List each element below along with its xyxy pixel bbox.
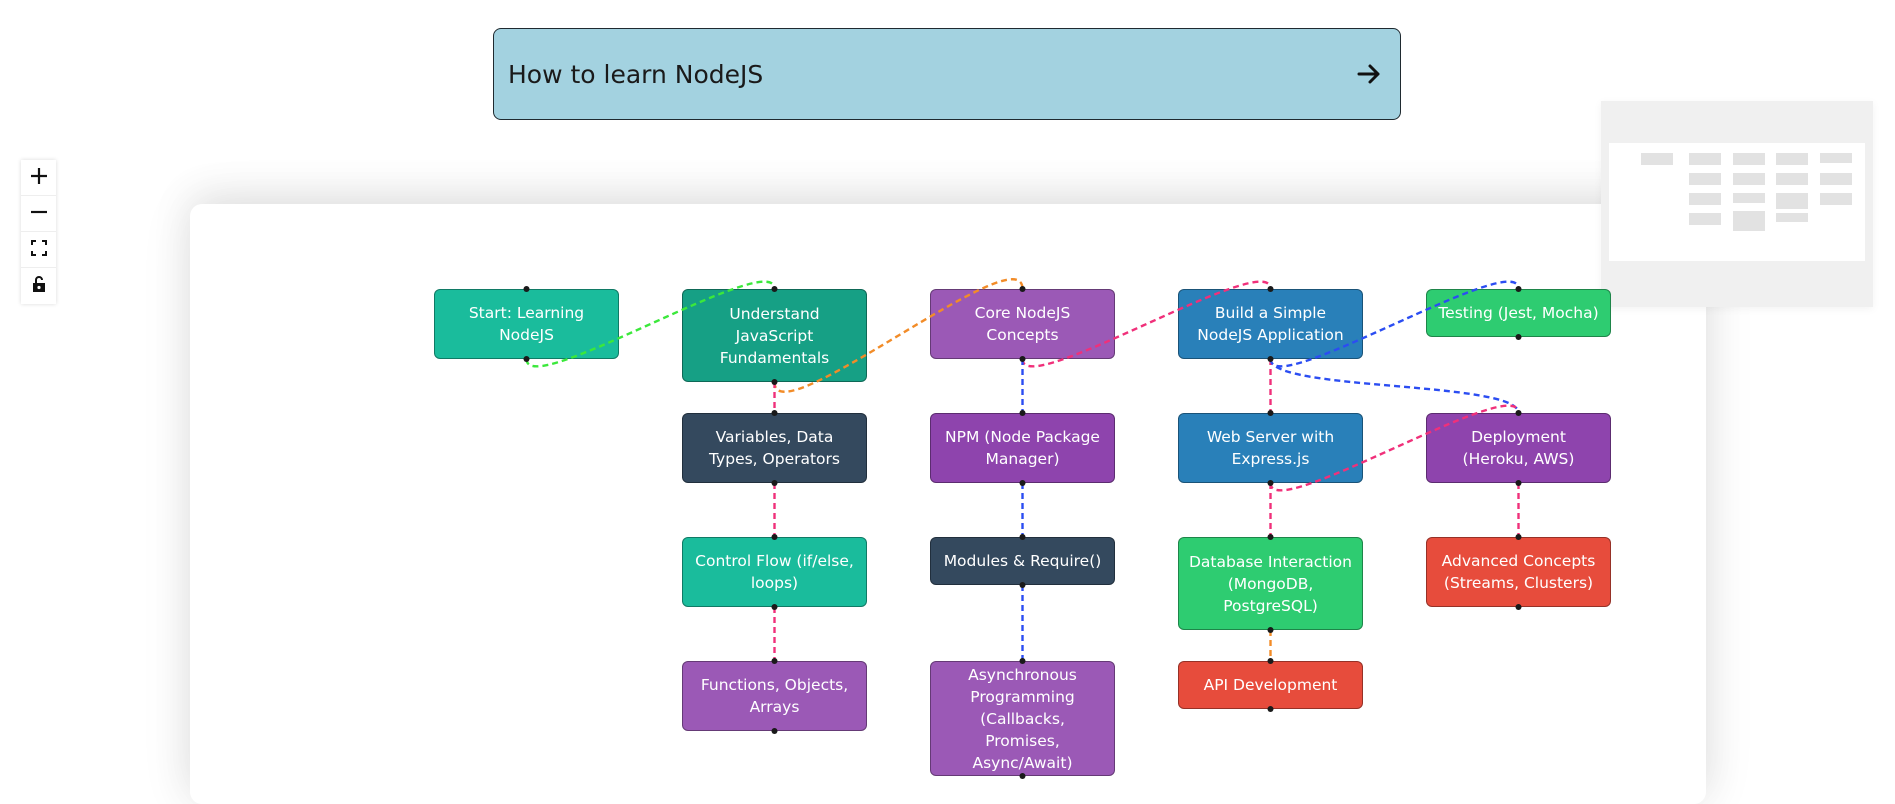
node-advanced[interactable]: Advanced Concepts (Streams, Clusters): [1426, 537, 1611, 607]
prompt-bar[interactable]: How to learn NodeJS: [493, 28, 1401, 120]
minimap-viewport: [1609, 143, 1865, 261]
minimap-node: [1689, 193, 1721, 205]
node-build[interactable]: Build a Simple NodeJS Application: [1178, 289, 1363, 359]
node-testing[interactable]: Testing (Jest, Mocha): [1426, 289, 1611, 337]
fit-view-button[interactable]: [21, 232, 56, 268]
plus-icon: [29, 166, 49, 190]
minimap-node: [1733, 193, 1765, 203]
zoom-in-button[interactable]: [21, 160, 56, 196]
minimap-node: [1733, 153, 1765, 165]
node-deploy[interactable]: Deployment (Heroku, AWS): [1426, 413, 1611, 483]
node-npm[interactable]: NPM (Node Package Manager): [930, 413, 1115, 483]
node-js[interactable]: Understand JavaScript Fundamentals: [682, 289, 867, 382]
node-flow[interactable]: Control Flow (if/else, loops): [682, 537, 867, 607]
arrow-right-icon[interactable]: [1356, 61, 1382, 87]
minimap-node: [1820, 153, 1852, 163]
node-start[interactable]: Start: Learning NodeJS: [434, 289, 619, 359]
lock-button[interactable]: [21, 268, 56, 304]
prompt-title: How to learn NodeJS: [508, 59, 764, 89]
minimap-node: [1776, 193, 1808, 209]
fit-view-icon: [30, 239, 48, 261]
node-modules[interactable]: Modules & Require(): [930, 537, 1115, 585]
node-db[interactable]: Database Interaction (MongoDB, PostgreSQ…: [1178, 537, 1363, 630]
node-funcs[interactable]: Functions, Objects, Arrays: [682, 661, 867, 731]
minimap-node: [1776, 213, 1808, 222]
minus-icon: [29, 202, 49, 226]
node-core[interactable]: Core NodeJS Concepts: [930, 289, 1115, 359]
minimap-node: [1776, 173, 1808, 185]
minimap-node: [1689, 173, 1721, 185]
minimap-node: [1641, 153, 1673, 165]
lock-icon: [31, 275, 47, 297]
node-express[interactable]: Web Server with Express.js: [1178, 413, 1363, 483]
minimap-node: [1776, 153, 1808, 165]
node-api[interactable]: API Development: [1178, 661, 1363, 709]
minimap[interactable]: [1601, 101, 1873, 307]
minimap-node: [1820, 193, 1852, 205]
minimap-node: [1689, 153, 1721, 165]
flow-controls: [21, 160, 56, 304]
node-vars[interactable]: Variables, Data Types, Operators: [682, 413, 867, 483]
minimap-node: [1689, 213, 1721, 225]
zoom-out-button[interactable]: [21, 196, 56, 232]
minimap-node: [1820, 173, 1852, 185]
minimap-node: [1733, 211, 1765, 231]
node-async[interactable]: Asynchronous Programming (Callbacks, Pro…: [930, 661, 1115, 776]
minimap-node: [1733, 173, 1765, 185]
